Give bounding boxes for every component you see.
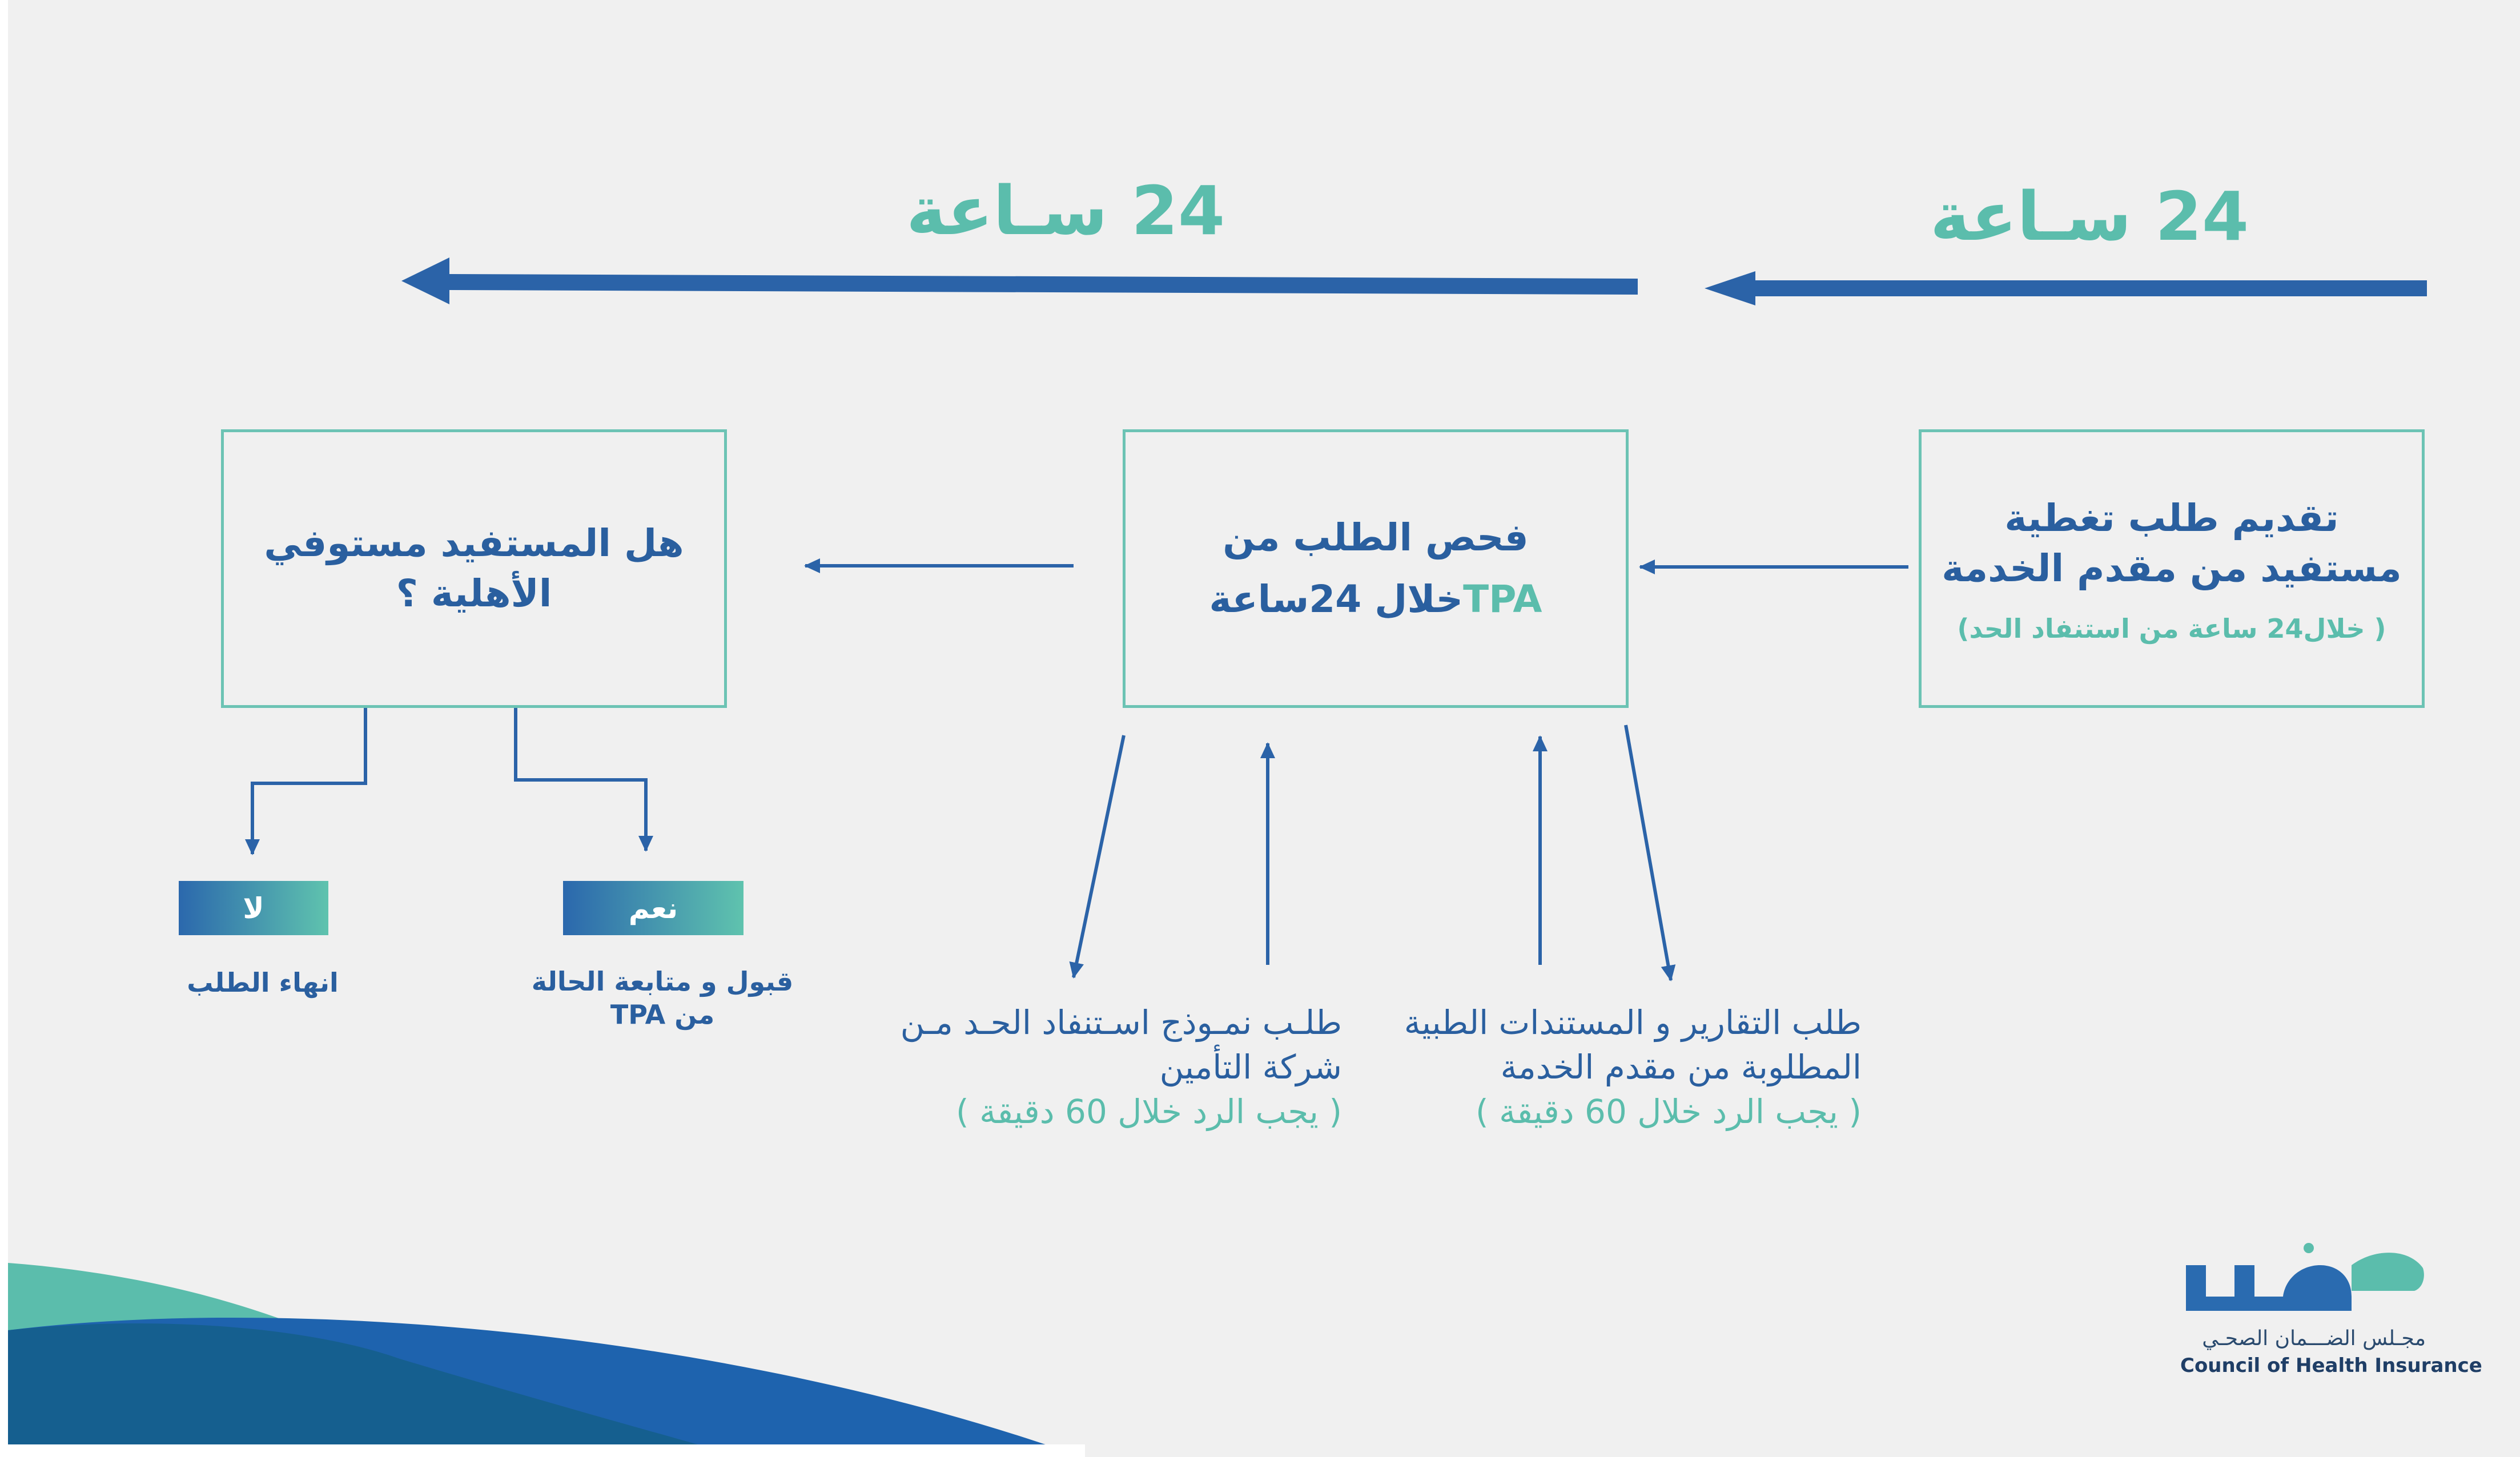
note-insurer-form-response: ( يجب الرد خلال 60 دقيقة ) bbox=[956, 1092, 1342, 1131]
timeline-label-right: 24 سـاعة bbox=[1930, 177, 2249, 256]
connector-eligibility-to-yes bbox=[514, 708, 653, 852]
logo: مجـلس الضـــمان الصحـي Council of Health… bbox=[2180, 1242, 2482, 1379]
outcome-yes-line1: قبول و متابعة الحالة bbox=[531, 966, 794, 997]
logo-blue-body bbox=[2186, 1265, 2352, 1311]
note-insurer-form-line1: طلـب نمـوذج اسـتنفاد الحـد مـن bbox=[900, 1003, 1342, 1042]
decorative-waves bbox=[8, 1263, 1062, 1457]
step-submit-subtitle: ( خلال24 ساعة من استنفاد الحد) bbox=[1957, 613, 2386, 644]
step-eligibility-line2: الأهلية ؟ bbox=[396, 571, 552, 615]
step-review-line1: فحص الطلب من bbox=[1223, 516, 1529, 560]
logo-arabic-name: مجـلس الضـــمان الصحـي bbox=[2202, 1327, 2426, 1350]
wave-dark bbox=[8, 1323, 742, 1457]
connector-eligibility-to-no bbox=[245, 708, 367, 855]
logo-dot bbox=[2304, 1243, 2314, 1253]
timeline-arrow-left bbox=[401, 257, 1638, 304]
step-submit-line1: تقديم طلب تغطية bbox=[2004, 496, 2339, 540]
step-review-line2: TPAخلال 24ساعة bbox=[1209, 574, 1542, 625]
outcome-no-text: انهاء الطلب bbox=[187, 967, 339, 998]
outcome-no-badge: لا bbox=[179, 881, 328, 935]
note-provider-reports-response: ( يجب الرد خلال 60 دقيقة ) bbox=[1476, 1092, 1862, 1131]
outcome-yes-badge: نعم bbox=[563, 881, 743, 935]
left-edge-strip bbox=[0, 0, 8, 1457]
note-insurer-form-line2: شركة التأمين bbox=[1159, 1048, 1342, 1086]
step-review-box: فحص الطلب من TPAخلال 24ساعة bbox=[1123, 429, 1629, 708]
note-provider-reports-line1: طلب التقارير و المستندات الطبية bbox=[1404, 1003, 1862, 1042]
timeline-label-left: 24 سـاعة bbox=[906, 171, 1225, 250]
note-provider-reports-line2: المطلوبة من مقدم الخدمة bbox=[1500, 1048, 1862, 1086]
logo-teal-swoosh bbox=[2352, 1253, 2424, 1291]
step-eligibility-box: هل المستفيد مستوفي الأهلية ؟ bbox=[221, 429, 727, 708]
outcome-yes-line2: من TPA bbox=[610, 999, 715, 1030]
step-submit-line2: مستفيد من مقدم الخدمة bbox=[1942, 546, 2402, 590]
bottom-strip bbox=[0, 1444, 1085, 1457]
step-review-tpa: TPA bbox=[1463, 577, 1542, 621]
step-submit-box: تقديم طلب تغطية مستفيد من مقدم الخدمة ( … bbox=[1919, 429, 2425, 708]
outcome-yes-text: قبول و متابعة الحالة من TPA bbox=[514, 965, 811, 1031]
timeline-arrow-right bbox=[1705, 271, 2427, 305]
note-insurer-form: طلـب نمـوذج اسـتنفاد الحـد مـن شركة التأ… bbox=[822, 1000, 1342, 1134]
step-review-line2-rest: خلال 24ساعة bbox=[1209, 577, 1464, 621]
note-provider-reports: طلب التقارير و المستندات الطبية المطلوبة… bbox=[1313, 1000, 1862, 1134]
connector-review-to-insurer-form bbox=[1069, 735, 1126, 979]
step-eligibility-line1: هل المستفيد مستوفي bbox=[264, 521, 684, 565]
logo-mark bbox=[2186, 1243, 2424, 1311]
connector-review-to-provider-reports bbox=[1624, 725, 1676, 981]
logo-english-name: Council of Health Insurance bbox=[2180, 1354, 2482, 1377]
